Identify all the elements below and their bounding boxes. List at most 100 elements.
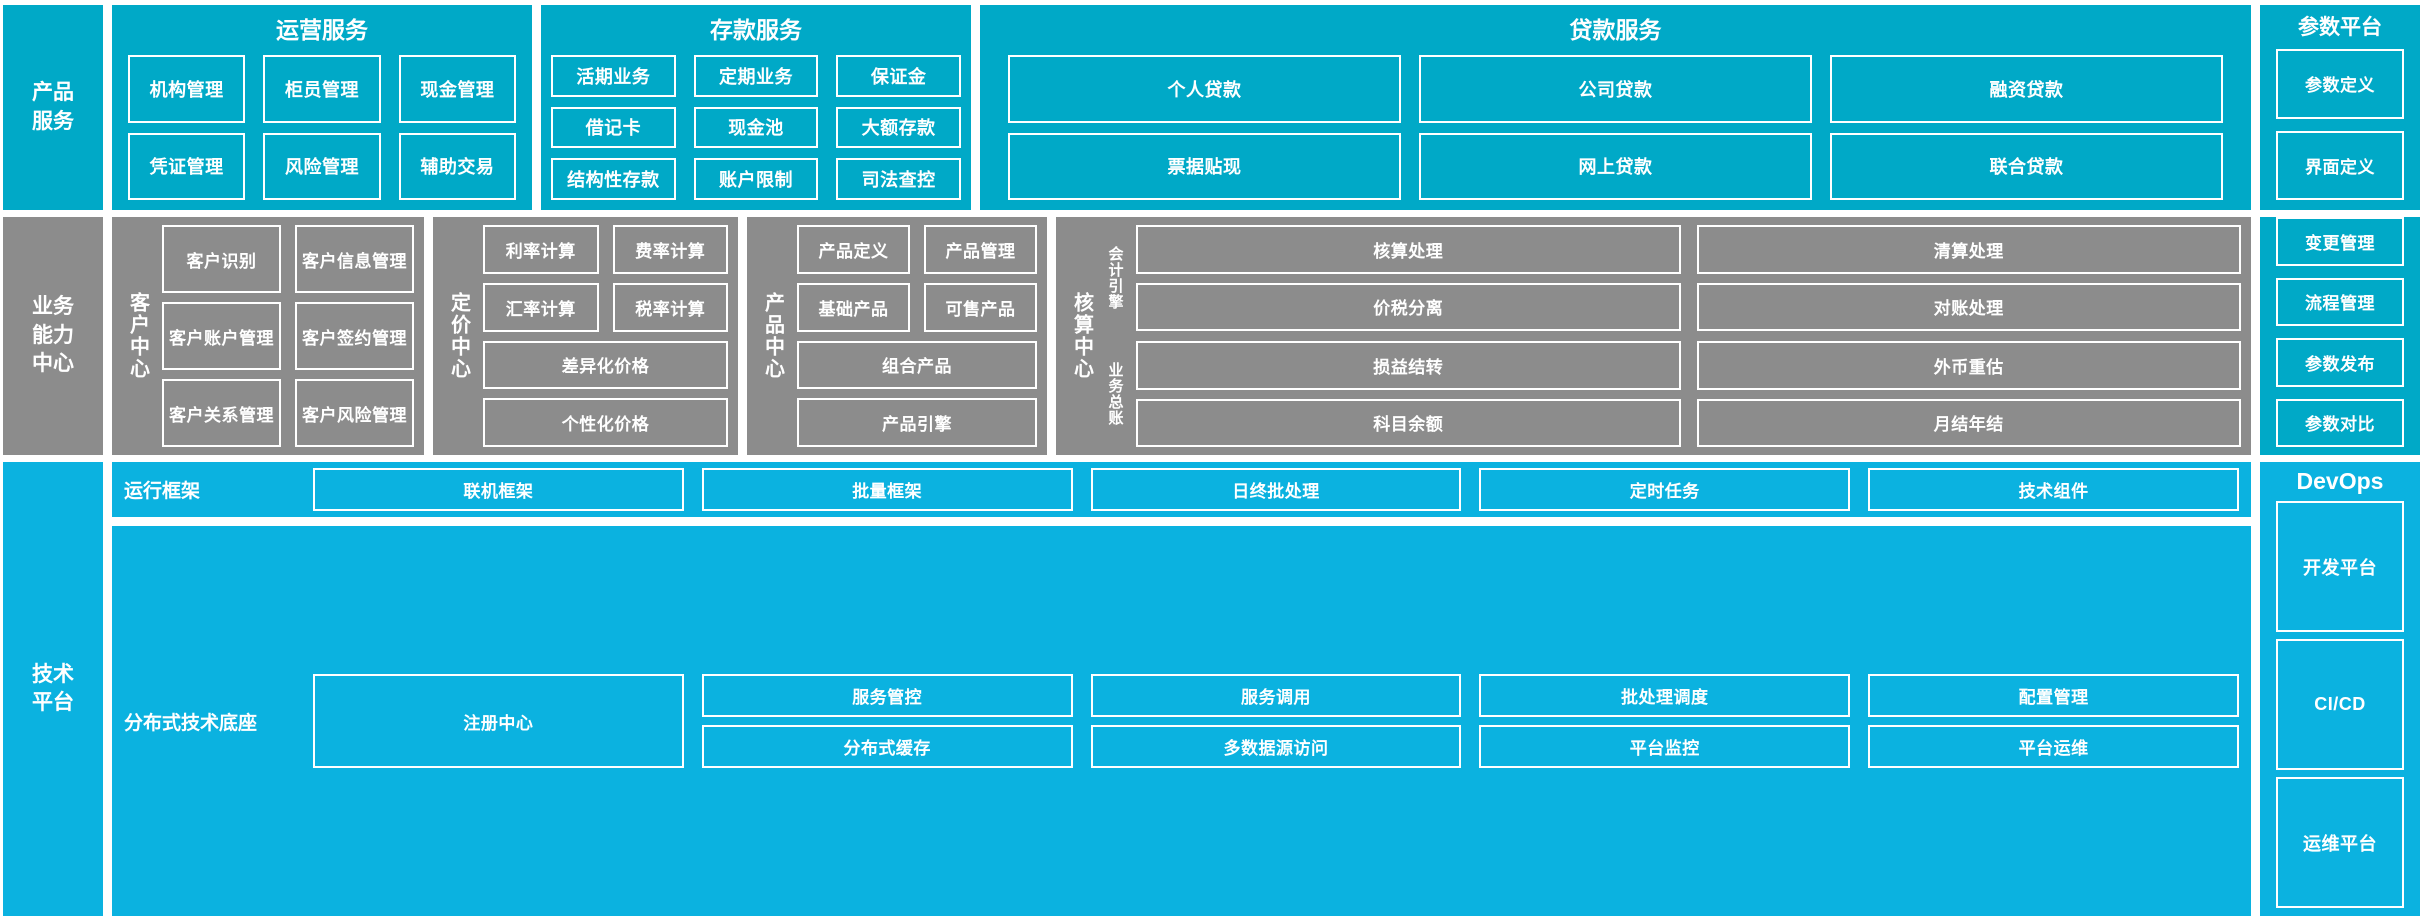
capability-item[interactable]: 客户关系管理 [162, 379, 281, 447]
registry-center-item[interactable]: 注册中心 [313, 674, 684, 768]
capability-item[interactable]: 产品管理 [924, 225, 1037, 274]
capability-item[interactable]: 产品定义 [797, 225, 910, 274]
tech-item[interactable]: 批处理调度 [1479, 674, 1851, 717]
service-item[interactable]: 活期业务 [551, 55, 676, 97]
business-capability-side-label: 业务 能力 中心 [3, 217, 103, 455]
capability-item[interactable]: 客户信息管理 [295, 225, 414, 293]
capability-item[interactable]: 客户风险管理 [295, 379, 414, 447]
product-service-label-line1: 产品 [32, 81, 74, 105]
param-platform-title: 参数平台 [2298, 16, 2382, 39]
tech-item[interactable]: 批量框架 [701, 468, 1073, 511]
service-item[interactable]: 借记卡 [551, 106, 676, 149]
param-item[interactable]: 变更管理 [2276, 217, 2404, 266]
service-item[interactable]: 公司贷款 [1419, 55, 1812, 123]
distributed-base-label: 分布式技术底座 [124, 712, 258, 734]
capability-item[interactable]: 对账处理 [1696, 282, 2241, 331]
capability-item[interactable]: 汇率计算 [483, 282, 599, 332]
param-item[interactable]: 参数对比 [2276, 398, 2404, 447]
row-label-business-capability: 业务 能力 中心 [3, 217, 103, 455]
product-center-items: 产品定义 产品管理 基础产品 可售产品 组合产品 产品引擎 [797, 225, 1037, 447]
capability-item[interactable]: 外币重估 [1696, 341, 2241, 390]
capability-item[interactable]: 客户账户管理 [162, 302, 281, 370]
customer-center-items: 客户识别 客户信息管理 客户账户管理 客户签约管理 客户关系管理 客户风险管理 [162, 225, 414, 447]
service-item[interactable]: 联合贷款 [1830, 132, 2223, 200]
product-center-label: 产品中心 [761, 292, 784, 380]
loan-service-items: 个人贷款 公司贷款 融资贷款 票据贴现 网上贷款 联合贷款 [990, 55, 2241, 200]
loan-service-title: 贷款服务 [1569, 17, 1662, 43]
devops-item[interactable]: CI/CD [2276, 639, 2404, 770]
service-item[interactable]: 保证金 [836, 55, 961, 97]
capability-item[interactable]: 科目余额 [1136, 398, 1681, 447]
capability-item[interactable]: 税率计算 [612, 282, 728, 332]
tp-label-line1: 技术 [32, 662, 74, 686]
distributed-base-items: 注册中心 服务管控 服务调用 批处理调度 配置管理 分布式缓存 多数据源访问 平… [313, 674, 2239, 768]
runtime-framework-items: 联机框架 批量框架 日终批处理 定时任务 技术组件 [313, 468, 2239, 511]
tech-item[interactable]: 配置管理 [1868, 674, 2239, 717]
technology-platform-row: 技术 平台 运行框架 联机框架 批量框架 日终批处理 定时任务 技术组件 分布式… [3, 462, 2420, 916]
accounting-center-label: 核算中心 [1070, 292, 1093, 380]
tech-item[interactable]: 多数据源访问 [1090, 725, 1462, 768]
capability-item[interactable]: 产品引擎 [797, 398, 1037, 447]
tech-item[interactable]: 服务管控 [701, 674, 1073, 717]
business-ledger-items: 损益结转 外币重估 科目余额 月结年结 [1136, 341, 2241, 447]
service-item[interactable]: 网上贷款 [1419, 132, 1812, 200]
service-item[interactable]: 结构性存款 [551, 158, 676, 200]
param-item[interactable]: 参数发布 [2276, 338, 2404, 387]
service-item[interactable]: 柜员管理 [263, 55, 381, 123]
service-item[interactable]: 个人贷款 [1008, 55, 1401, 123]
service-item[interactable]: 风险管理 [263, 132, 381, 200]
param-platform-bottom: 变更管理 流程管理 参数发布 参数对比 [2260, 217, 2420, 455]
capability-item[interactable]: 核算处理 [1136, 225, 1681, 274]
capability-item[interactable]: 差异化价格 [483, 340, 728, 390]
service-item[interactable]: 现金池 [693, 106, 819, 149]
accounting-subgroup-engine: 会计引擎 核算处理 清算处理 价税分离 对账处理 [1102, 225, 2241, 331]
capability-item[interactable]: 可售产品 [924, 282, 1037, 332]
param-item[interactable]: 界面定义 [2276, 130, 2404, 200]
param-item[interactable]: 参数定义 [2276, 49, 2404, 119]
service-item[interactable]: 大额存款 [836, 106, 961, 149]
capability-item[interactable]: 月结年结 [1696, 398, 2241, 447]
tech-item[interactable]: 平台监控 [1479, 725, 1851, 768]
tech-item[interactable]: 技术组件 [1868, 468, 2239, 511]
pricing-center-block: 定价中心 利率计算 费率计算 汇率计算 税率计算 差异化价格 个性化价格 [433, 217, 738, 455]
capability-item[interactable]: 损益结转 [1136, 341, 1681, 390]
param-platform-top-items: 参数定义 界面定义 [2276, 49, 2404, 200]
tech-item[interactable]: 分布式缓存 [701, 725, 1073, 768]
capability-item[interactable]: 个性化价格 [483, 398, 728, 447]
business-ledger-label: 业务总账 [1106, 362, 1124, 426]
capability-item[interactable]: 基础产品 [797, 282, 910, 332]
deposit-service-items: 活期业务 定期业务 保证金 借记卡 现金池 大额存款 结构性存款 账户限制 司法… [551, 55, 961, 200]
service-item[interactable]: 定期业务 [693, 55, 819, 97]
service-item[interactable]: 司法查控 [836, 158, 961, 200]
service-item[interactable]: 辅助交易 [398, 132, 516, 200]
runtime-framework-band: 运行框架 联机框架 批量框架 日终批处理 定时任务 技术组件 [112, 462, 2251, 517]
row-label-product-service: 产品 服务 [3, 5, 103, 210]
service-item[interactable]: 现金管理 [398, 55, 516, 123]
accounting-subgroup-ledger: 业务总账 损益结转 外币重估 科目余额 月结年结 [1102, 341, 2241, 447]
accounting-center-body: 会计引擎 核算处理 清算处理 价税分离 对账处理 业务总账 损益结转 外币重估 … [1102, 225, 2241, 447]
tech-item[interactable]: 平台运维 [1868, 725, 2239, 768]
devops-item[interactable]: 运维平台 [2276, 777, 2404, 908]
capability-item[interactable]: 费率计算 [612, 225, 728, 274]
tech-item[interactable]: 日终批处理 [1090, 468, 1462, 511]
tech-item[interactable]: 定时任务 [1479, 468, 1851, 511]
capability-item[interactable]: 利率计算 [483, 225, 599, 274]
capability-item[interactable]: 清算处理 [1696, 225, 2241, 274]
service-item[interactable]: 账户限制 [693, 158, 819, 200]
tech-item[interactable]: 服务调用 [1090, 674, 1462, 717]
technology-bands: 运行框架 联机框架 批量框架 日终批处理 定时任务 技术组件 分布式技术底座 注… [112, 462, 2251, 916]
capability-item[interactable]: 客户签约管理 [295, 302, 414, 370]
capability-item[interactable]: 客户识别 [162, 225, 281, 293]
service-item[interactable]: 凭证管理 [128, 132, 246, 200]
service-item[interactable]: 机构管理 [128, 55, 246, 123]
capability-item[interactable]: 组合产品 [797, 340, 1037, 390]
param-item[interactable]: 流程管理 [2276, 277, 2404, 326]
row-label-technology-platform: 技术 平台 [3, 462, 103, 916]
devops-item[interactable]: 开发平台 [2276, 501, 2404, 632]
tech-item[interactable]: 联机框架 [313, 468, 684, 511]
tp-label-line2: 平台 [32, 691, 74, 714]
capability-item[interactable]: 价税分离 [1136, 282, 1681, 331]
service-item[interactable]: 融资贷款 [1830, 55, 2223, 123]
service-item[interactable]: 票据贴现 [1008, 132, 1401, 200]
